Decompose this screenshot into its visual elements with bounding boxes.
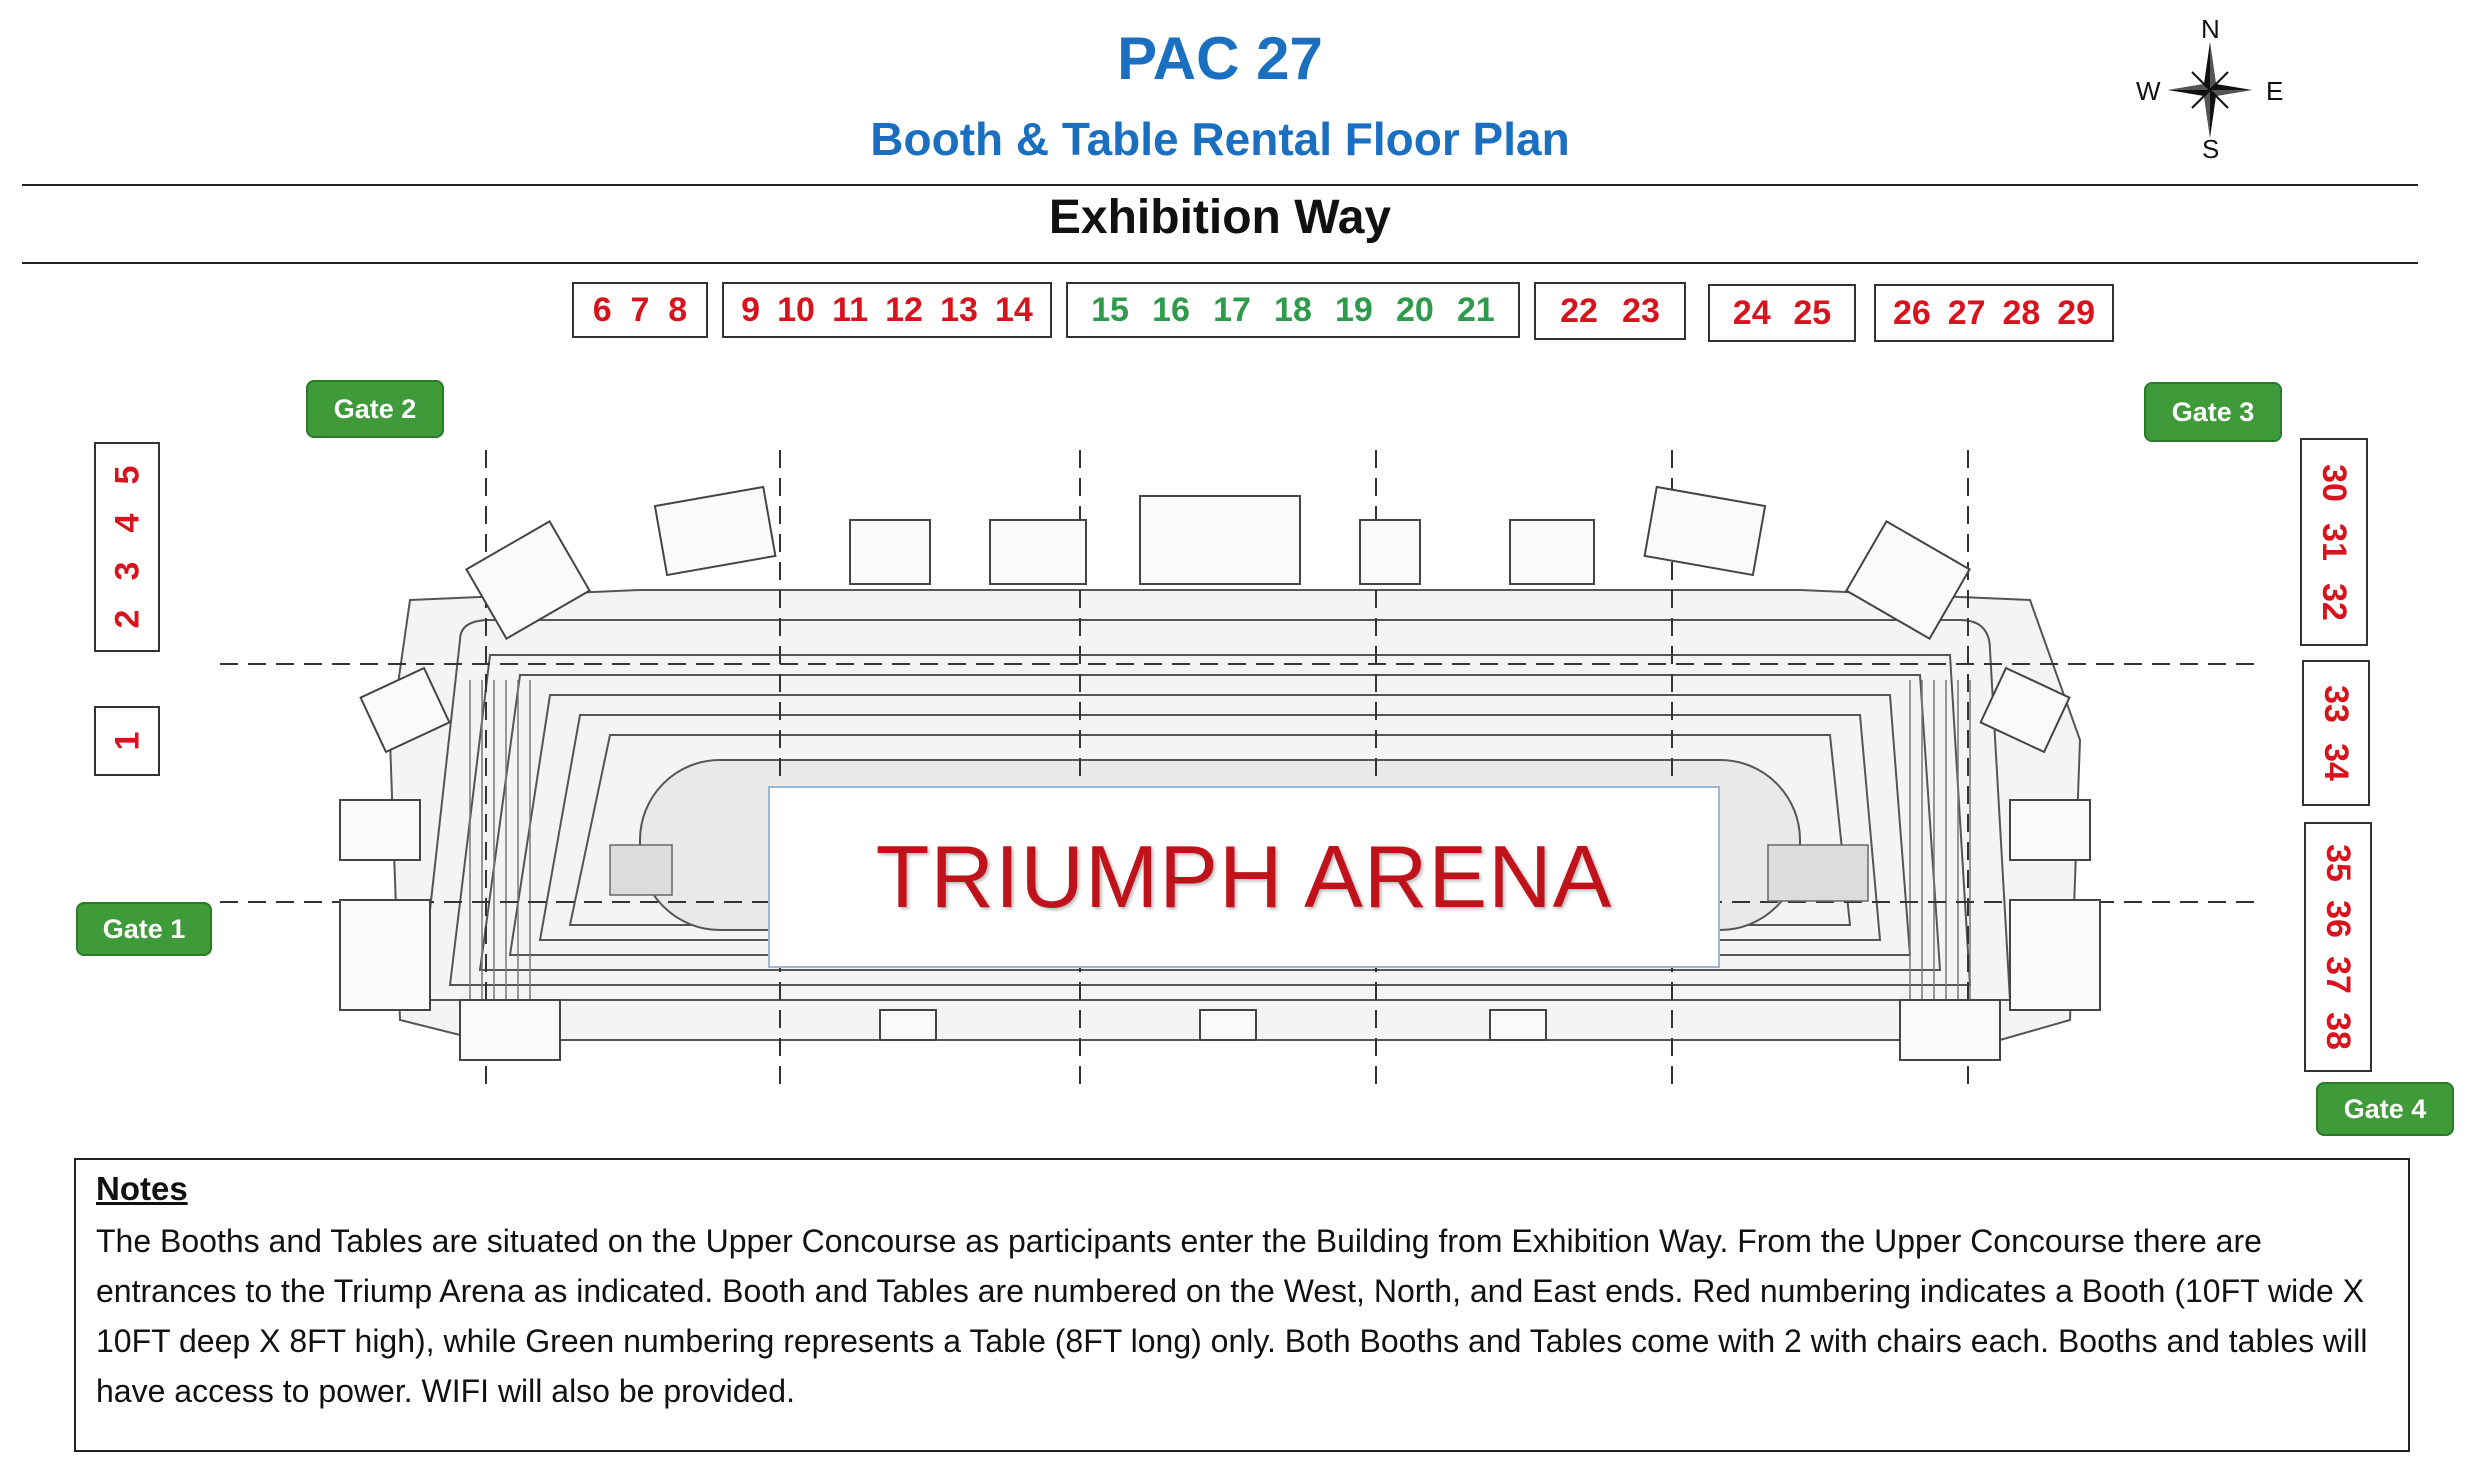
booth-number: 32 bbox=[2314, 582, 2353, 621]
booth-group-24-25: 24 25 bbox=[1708, 284, 1856, 342]
notes-body: The Booths and Tables are situated on th… bbox=[96, 1223, 2368, 1409]
booth-group-6-8: 6 7 8 bbox=[572, 282, 708, 338]
booth-number: 37 bbox=[2318, 956, 2357, 994]
booth-number: 6 bbox=[592, 290, 612, 329]
booth-number: 28 bbox=[2002, 293, 2041, 332]
booth-number: 13 bbox=[940, 290, 978, 329]
compass-north-label: N bbox=[2201, 14, 2220, 44]
compass-east-label: E bbox=[2266, 76, 2284, 106]
booth-number: 23 bbox=[1622, 291, 1660, 330]
arena-floor-plan-drawing bbox=[220, 440, 2260, 1100]
booth-group-35-38: 35 36 37 38 bbox=[2304, 822, 2372, 1072]
booth-number: 5 bbox=[107, 465, 146, 485]
booth-number: 22 bbox=[1560, 291, 1598, 330]
table-number: 16 bbox=[1152, 290, 1190, 329]
street-name: Exhibition Way bbox=[1048, 191, 1392, 244]
booth-number: 9 bbox=[741, 290, 761, 329]
booth-number: 14 bbox=[995, 290, 1033, 329]
booth-group-22-23: 22 23 bbox=[1534, 282, 1686, 340]
table-number: 18 bbox=[1274, 290, 1312, 329]
booth-number: 4 bbox=[107, 513, 146, 533]
table-number: 19 bbox=[1335, 290, 1373, 329]
page-title: PAC 27 bbox=[1117, 25, 1323, 92]
booth-number: 33 bbox=[2316, 684, 2355, 723]
booth-number: 35 bbox=[2318, 844, 2357, 882]
gate-3-marker: Gate 3 bbox=[2144, 382, 2282, 442]
booth-number: 8 bbox=[668, 290, 688, 329]
table-number: 15 bbox=[1091, 290, 1129, 329]
street-bottom-line bbox=[22, 262, 2418, 264]
booth-number: 27 bbox=[1947, 293, 1986, 332]
notes-heading: Notes bbox=[96, 1170, 188, 1207]
notes-box: Notes The Booths and Tables are situated… bbox=[74, 1158, 2410, 1452]
arena-drawing-svg bbox=[220, 450, 2260, 1090]
compass-west-label: W bbox=[2136, 76, 2161, 106]
booth-number: 34 bbox=[2316, 743, 2355, 782]
booth-group-1: 1 bbox=[94, 706, 160, 776]
booth-group-33-34: 33 34 bbox=[2302, 660, 2370, 806]
booth-number: 1 bbox=[107, 731, 146, 751]
booth-group-9-14: 9 10 11 12 13 14 bbox=[722, 282, 1052, 338]
booth-number: 12 bbox=[885, 290, 923, 329]
arena-label-box: TRIUMPH ARENA bbox=[768, 786, 1720, 968]
table-group-15-21: 15 16 17 18 19 20 21 bbox=[1066, 282, 1520, 338]
booth-number: 3 bbox=[107, 561, 146, 581]
compass-star-icon bbox=[2168, 42, 2252, 138]
booth-number: 38 bbox=[2318, 1012, 2357, 1050]
arena-label: TRIUMPH ARENA bbox=[875, 827, 1613, 926]
booth-number: 29 bbox=[2057, 293, 2096, 332]
booth-group-2-5: 2 3 4 5 bbox=[94, 442, 160, 652]
booth-number: 30 bbox=[2314, 463, 2353, 502]
booth-number: 26 bbox=[1892, 293, 1931, 332]
table-number: 17 bbox=[1213, 290, 1251, 329]
compass-south-label: S bbox=[2202, 134, 2220, 164]
booth-number: 7 bbox=[630, 290, 650, 329]
gate-2-marker: Gate 2 bbox=[306, 380, 444, 438]
table-number: 20 bbox=[1395, 290, 1434, 329]
gate-1-marker: Gate 1 bbox=[76, 902, 212, 956]
table-number: 21 bbox=[1456, 290, 1495, 329]
street-top-line bbox=[22, 184, 2418, 186]
booth-number: 10 bbox=[777, 290, 815, 329]
booth-number: 36 bbox=[2318, 900, 2357, 938]
gate-4-marker: Gate 4 bbox=[2316, 1082, 2454, 1136]
booth-number: 25 bbox=[1793, 293, 1832, 332]
booth-group-30-32: 30 31 32 bbox=[2300, 438, 2368, 646]
compass-rose-icon: N S W E bbox=[2130, 14, 2290, 164]
booth-group-26-29: 26 27 28 29 bbox=[1874, 284, 2114, 342]
page-subtitle: Booth & Table Rental Floor Plan bbox=[870, 113, 1570, 165]
booth-number: 11 bbox=[832, 290, 869, 329]
booth-number: 31 bbox=[2314, 523, 2353, 561]
booth-number: 24 bbox=[1732, 293, 1771, 332]
booth-number: 2 bbox=[107, 609, 146, 629]
